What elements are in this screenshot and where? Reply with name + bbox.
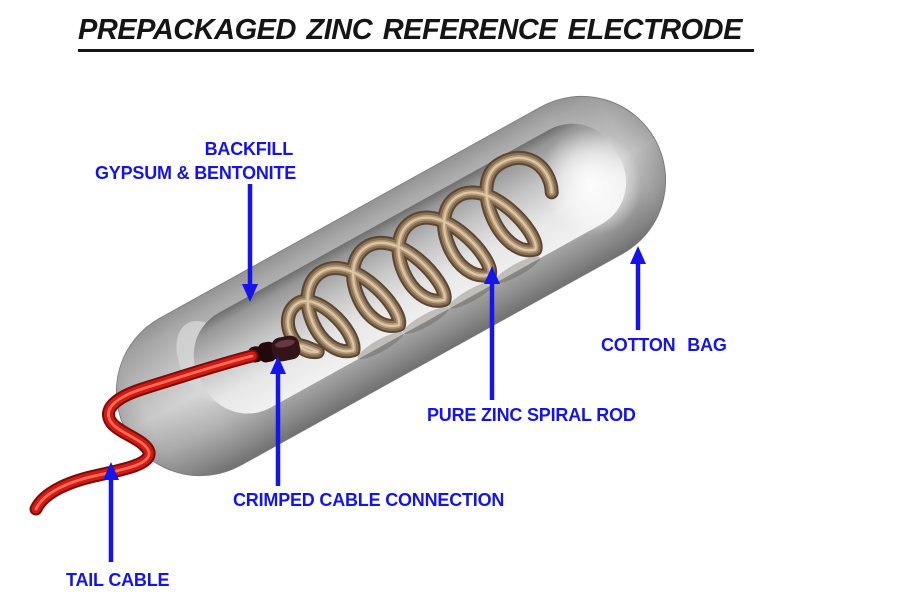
- backfill-arrow: [242, 184, 258, 302]
- coil-shadows: [357, 256, 540, 360]
- page-title: PREPACKAGED ZINC REFERENCE ELECTRODE: [78, 14, 754, 52]
- cotton-bag-arrow: [630, 246, 646, 330]
- label-backfill: BACKFILL GYPSUM & BENTONITE: [95, 137, 297, 185]
- bag-left-cap-shading: [116, 318, 242, 476]
- interior-dome-highlight: [539, 129, 642, 236]
- label-tail-cable: TAIL CABLE: [66, 570, 170, 590]
- tail-cable-arrow: [103, 462, 119, 562]
- zinc-rod-arrow: [484, 266, 500, 400]
- crimp-arrow: [270, 356, 286, 486]
- label-crimp: CRIMPED CABLE CONNECTION: [233, 490, 505, 510]
- label-cotton-bag: COTTON BAG: [601, 335, 727, 355]
- label-backfill-line1: BACKFILL: [204, 139, 294, 159]
- label-zinc-rod: PURE ZINC SPIRAL ROD: [427, 405, 636, 425]
- label-backfill-line2: GYPSUM & BENTONITE: [95, 163, 297, 183]
